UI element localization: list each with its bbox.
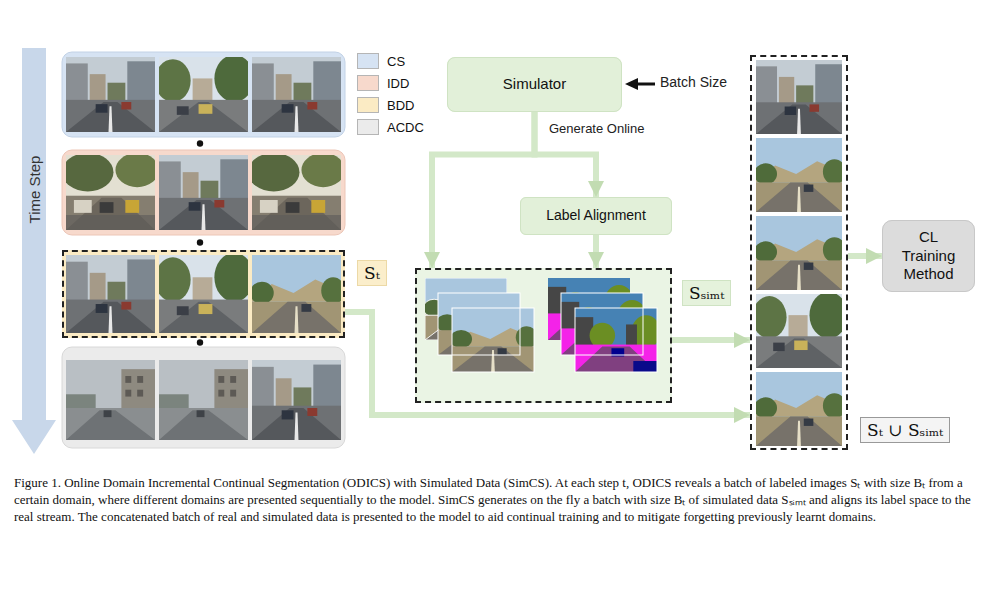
legend-text: CS <box>387 54 405 69</box>
photo <box>159 155 248 230</box>
figure-caption: Figure 1. Online Domain Incremental Cont… <box>14 474 986 525</box>
simulator-fill <box>447 57 622 112</box>
sim-photo <box>450 308 537 372</box>
domain-panel: Sₜ <box>62 250 345 338</box>
photo <box>66 57 155 132</box>
cs-panel <box>62 52 345 137</box>
photo <box>155 253 254 333</box>
photo <box>252 57 341 132</box>
ellipsis-dot <box>197 339 203 345</box>
box-text: Label Alignment <box>546 207 646 225</box>
seg-map <box>575 308 661 372</box>
bdd-panel-fill <box>62 250 345 338</box>
legend-row: IDD <box>357 75 424 91</box>
legend-row: BDD <box>357 97 424 113</box>
photo <box>754 216 846 290</box>
legend-swatch <box>357 53 379 69</box>
edge-label: Generate Online <box>547 121 646 136</box>
box-text: CL Training Method <box>893 228 964 284</box>
acdc-panel <box>62 347 345 448</box>
flow-arrow <box>593 235 599 268</box>
flow-arrow <box>432 112 535 268</box>
legend-text: ACDC <box>387 120 424 135</box>
photo <box>756 60 842 134</box>
photo <box>754 138 846 212</box>
set-label: Sₛᵢₘₜ <box>682 280 731 306</box>
axis-label: Time Step <box>26 140 43 240</box>
legend-row: CS <box>357 53 424 69</box>
set-label: Sₜ ∪ Sₛᵢₘₜ <box>860 417 950 443</box>
photo <box>66 360 155 440</box>
legend: CS IDD BDD ACDC <box>357 53 424 141</box>
sim-batch-fill <box>415 268 672 403</box>
batch-column: Sₜ ∪ Sₛᵢₘₜ <box>750 55 848 450</box>
legend-swatch <box>357 97 379 113</box>
photo <box>250 255 345 333</box>
photo <box>248 153 345 230</box>
sim-batch-box: Sₛᵢₘₜ <box>415 268 672 403</box>
ellipsis-dot <box>197 239 203 245</box>
box-text: Simulator <box>503 75 566 94</box>
flow-arrow <box>345 312 750 415</box>
photo <box>752 292 848 368</box>
flow-arrow <box>672 337 750 343</box>
ellipsis-dot <box>197 140 203 146</box>
photo <box>754 372 846 446</box>
photo-edge <box>438 293 520 355</box>
photo-edge <box>561 293 643 355</box>
method-box: CL Training Method <box>882 220 975 292</box>
photo <box>252 360 341 440</box>
legend-text: BDD <box>387 98 414 113</box>
cl-fill <box>882 220 975 292</box>
set-label: Sₜ <box>357 260 387 286</box>
input-label: Batch Size <box>660 74 727 90</box>
time-arrow <box>12 48 56 454</box>
leader-arrow <box>636 83 655 86</box>
idd-panel <box>62 150 345 235</box>
legend-swatch <box>357 119 379 135</box>
photo-edge <box>575 308 657 372</box>
photo <box>155 55 254 132</box>
flow-arrow <box>848 253 882 259</box>
simulator-box: Simulator <box>447 57 622 112</box>
legend-text: IDD <box>387 76 409 91</box>
photo <box>66 255 155 333</box>
photo <box>159 360 248 440</box>
legend-swatch <box>357 75 379 91</box>
photo-edge <box>452 308 534 372</box>
alignment-fill <box>520 197 672 235</box>
process-box: Label Alignment <box>520 197 672 235</box>
leader-arrow-head <box>625 78 638 90</box>
legend-row: ACDC <box>357 119 424 135</box>
photo <box>62 153 159 230</box>
